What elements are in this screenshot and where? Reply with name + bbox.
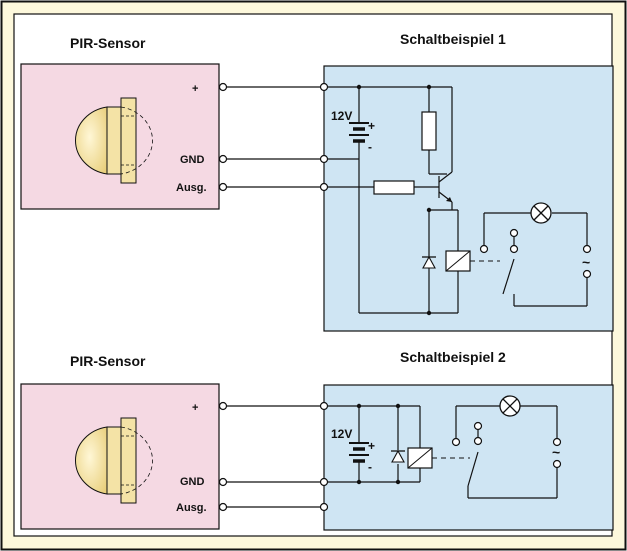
junction-dots [356,84,432,316]
terminal-plus-label: + [192,83,198,95]
battery-voltage-label: 12V [331,427,352,441]
sensor-title: PIR-Sensor [70,35,146,51]
diode-icon [391,449,405,463]
diagram-2: PIR-Sensor Schaltbeispiel 2 + GND Ausg. [20,349,614,531]
circuit-title: Schaltbeispiel 1 [400,31,506,47]
diode-icon [422,255,436,269]
transistor-emitter-arrow [446,197,452,202]
relay-contacts [218,401,562,512]
ac-source-symbol: ~ [552,444,560,460]
battery-plus-sign: + [368,119,375,133]
wiring [223,405,558,508]
pullup-resistor-icon [421,111,437,151]
pir-dome-icon [75,97,153,184]
terminal-plus-label: + [192,402,198,414]
relay-coil-icon [407,447,433,469]
battery-voltage-label: 12V [331,109,352,123]
battery-icon [349,122,369,143]
base-resistor-icon [373,180,415,195]
battery-plus-sign: + [368,439,375,453]
battery-minus-sign: - [368,140,372,154]
battery-minus-sign: - [368,460,372,474]
sensor-title: PIR-Sensor [70,353,146,369]
relay-coil-icon [445,250,471,272]
circuit-title: Schaltbeispiel 2 [400,349,506,365]
terminal-gnd-label: GND [180,154,205,166]
lamp-icon [530,202,552,224]
battery-icon [349,442,369,463]
terminal-out-label: Ausg. [176,502,207,514]
lamp-icon [499,395,521,417]
relay-contacts [218,82,592,279]
ac-source-symbol: ~ [582,254,590,270]
diagram-1: PIR-Sensor Schaltbeispiel 1 + GND Ausg. [20,31,614,332]
pir-dome-icon [75,417,153,504]
terminal-out-label: Ausg. [176,182,207,194]
terminal-gnd-label: GND [180,476,205,488]
wiring [223,86,588,314]
junction-dots [356,403,401,485]
circuit-box [323,65,614,332]
